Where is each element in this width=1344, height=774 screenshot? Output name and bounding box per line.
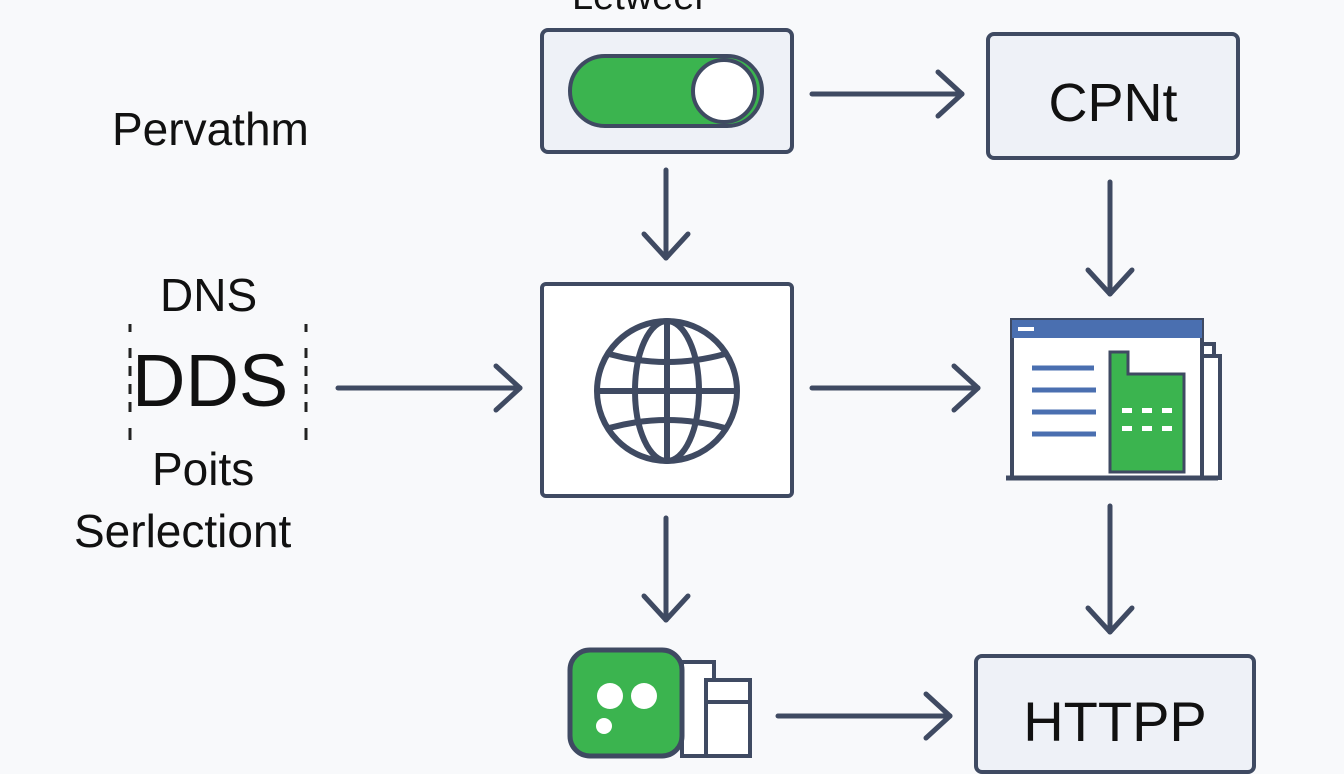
globe-icon [594, 318, 740, 464]
toggle-box[interactable] [540, 28, 794, 154]
dds-bracket [128, 324, 308, 440]
arrow-cpnt-to-browser [1085, 179, 1135, 297]
dds-label: DDS [132, 339, 289, 422]
arrow-app-to-http [775, 691, 953, 741]
cpnt-label: CPNt [1048, 73, 1178, 133]
arrow-globe-to-app [641, 515, 691, 623]
arrow-dds-to-globe [335, 363, 523, 413]
toggle-on-icon[interactable] [568, 54, 764, 128]
cpnt-box[interactable]: CPNt [986, 32, 1240, 160]
selection-label: Serlectiont [74, 505, 292, 557]
top-label: Letweer [572, 0, 707, 16]
arrow-browser-to-http [1085, 503, 1135, 635]
poits-label: Poits [152, 443, 255, 495]
globe-box[interactable] [540, 282, 794, 498]
arrow-connectors [335, 69, 1135, 741]
arrow-toggle-to-globe [641, 167, 691, 261]
browser-window-icon[interactable] [1004, 312, 1224, 484]
side-title: Pervathm [112, 103, 309, 155]
dns-label: DNS [160, 269, 258, 321]
green-app-icon[interactable] [566, 646, 756, 759]
arrow-toggle-to-cpnt [809, 69, 965, 119]
arrow-globe-to-browser [809, 363, 981, 413]
http-label: HTTPP [1023, 690, 1207, 753]
